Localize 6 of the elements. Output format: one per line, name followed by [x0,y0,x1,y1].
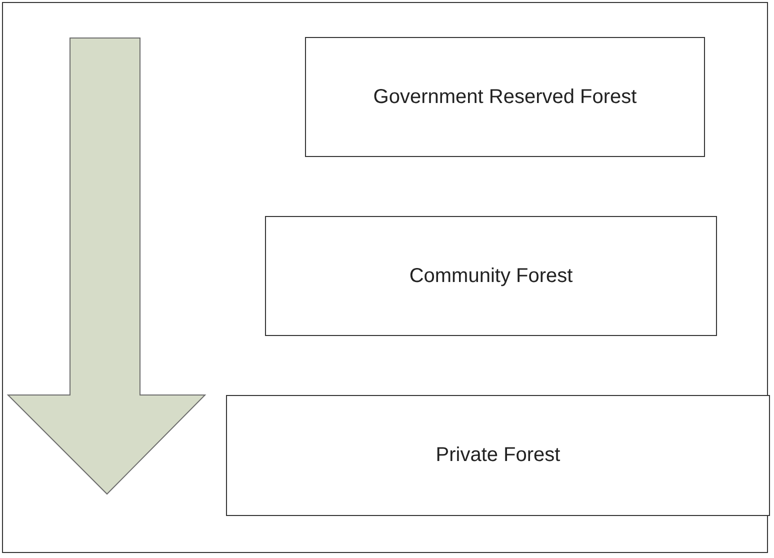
box-label: Private Forest [436,444,560,467]
box-label: Government Reserved Forest [373,86,637,108]
forest-type-box [265,216,717,336]
forest-type-box [305,37,705,157]
box-label: Community Forest [409,264,573,288]
forest-type-box [226,395,770,516]
